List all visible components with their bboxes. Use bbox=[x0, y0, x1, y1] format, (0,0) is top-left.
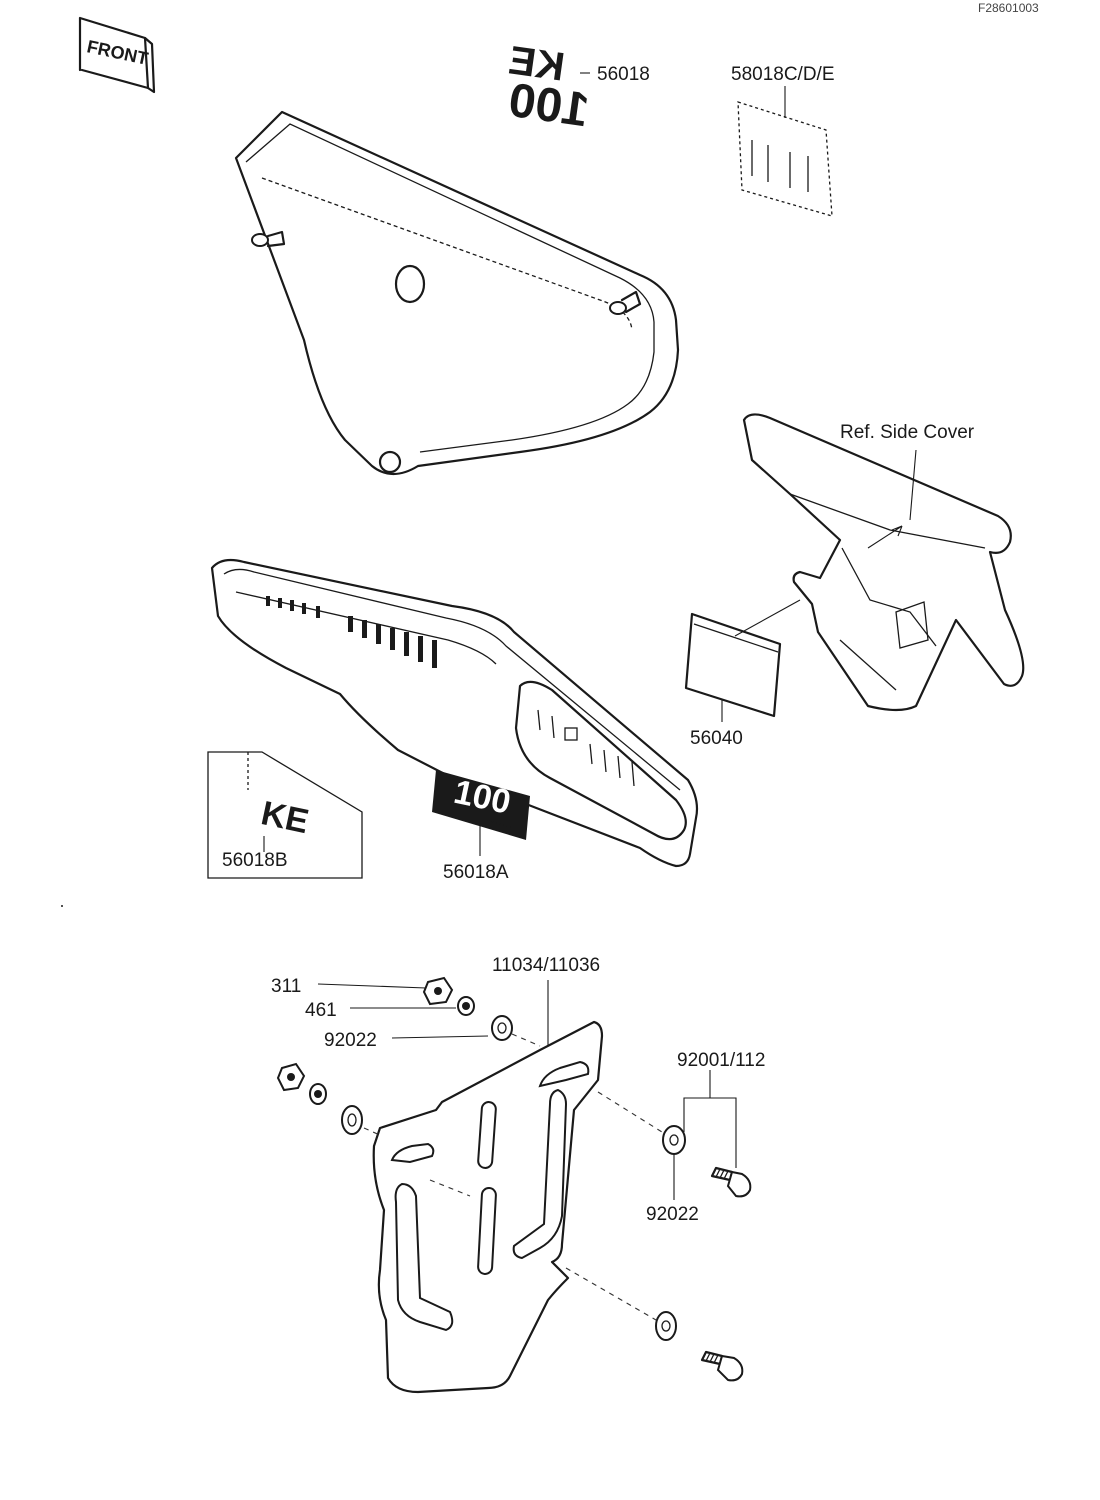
plate-slot-right-hook bbox=[512, 1088, 568, 1260]
emblem-set-58018 bbox=[737, 86, 833, 217]
callout-ref-side-cover: Ref. Side Cover bbox=[840, 422, 975, 443]
chain-guard-vent-slots bbox=[266, 596, 437, 668]
side-cover-pin-left bbox=[251, 230, 286, 248]
sticker-100-56018a: 100 bbox=[432, 770, 530, 856]
leader-311 bbox=[317, 983, 427, 989]
nut-311 bbox=[422, 976, 454, 1006]
plate-slot-left-hook bbox=[394, 1182, 454, 1332]
plate-slot-left bbox=[390, 1142, 435, 1164]
reference-side-cover bbox=[742, 413, 1025, 712]
plate-slot-center-top bbox=[477, 1101, 497, 1169]
nut-left bbox=[276, 1062, 306, 1092]
arrow-ref-side-cover bbox=[867, 525, 903, 549]
side-cover-grommet-hole bbox=[394, 264, 426, 304]
leader-92022-upper bbox=[391, 1035, 489, 1039]
callout-56018b: 56018B bbox=[222, 850, 288, 871]
washer-lower bbox=[655, 1311, 677, 1341]
callout-58018cde: 58018C/D/E bbox=[731, 64, 835, 85]
callout-92001-112: 92001/112 bbox=[677, 1050, 765, 1071]
bolt-upper bbox=[710, 1166, 752, 1198]
emblem-ke100-top: KE 100 bbox=[505, 38, 592, 138]
side-cover-bottom-tab-hole bbox=[378, 450, 402, 474]
label-plate-56040 bbox=[684, 599, 801, 722]
side-cover bbox=[234, 110, 680, 476]
callout-461: 461 bbox=[305, 1000, 337, 1021]
washer-left bbox=[341, 1105, 363, 1135]
page-code: F28601003 bbox=[978, 1, 1039, 15]
chain-guard-cover bbox=[210, 558, 699, 868]
callout-11034-11036: 11034/11036 bbox=[492, 955, 600, 976]
number-plate bbox=[372, 1020, 604, 1394]
callout-92022-upper: 92022 bbox=[324, 1030, 377, 1051]
front-direction-marker: FRONT bbox=[78, 16, 156, 94]
emblem-top-100-text: 100 bbox=[505, 74, 592, 138]
callout-56040: 56040 bbox=[690, 728, 743, 749]
lock-washer-461 bbox=[457, 996, 475, 1016]
front-label: FRONT bbox=[85, 36, 150, 68]
plate-slot-top-right bbox=[538, 1060, 590, 1088]
lock-washer-left bbox=[309, 1083, 327, 1105]
bolt-lower bbox=[700, 1350, 744, 1382]
leader-92001-112 bbox=[683, 1097, 737, 1168]
sticker-ke-text: KE bbox=[258, 794, 312, 841]
plate-slot-center-bottom bbox=[477, 1187, 497, 1275]
leader-ref-side-cover bbox=[909, 449, 917, 521]
callout-56018: 56018 bbox=[597, 64, 650, 85]
emblem-top-ke-text: KE bbox=[506, 38, 567, 89]
callout-56018a: 56018A bbox=[443, 862, 509, 883]
washer-92022-right bbox=[662, 1125, 686, 1155]
callout-92022-right: 92022 bbox=[646, 1204, 699, 1225]
side-cover-pin-right bbox=[609, 290, 642, 315]
callout-311: 311 bbox=[271, 976, 301, 997]
washer-92022-upper bbox=[491, 1015, 513, 1041]
